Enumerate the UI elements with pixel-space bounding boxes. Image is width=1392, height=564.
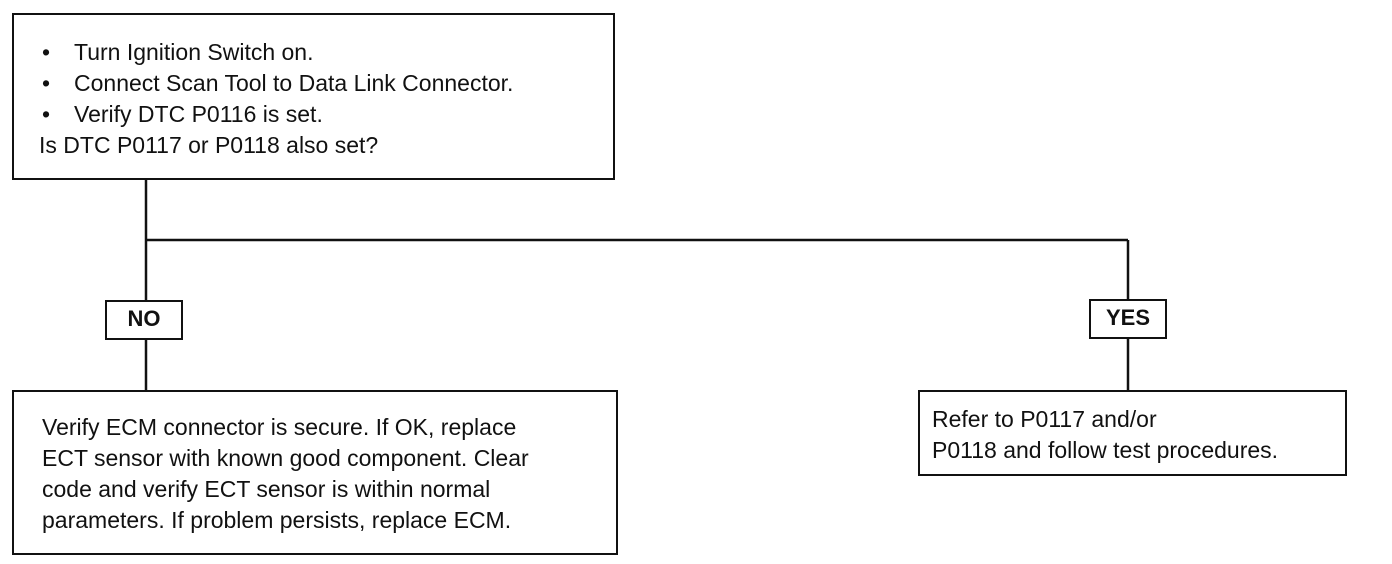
bullet-icon: • <box>42 39 51 65</box>
result-line: parameters. If problem persists, replace… <box>42 507 512 533</box>
step-text: Connect Scan Tool to Data Link Connector… <box>74 70 514 96</box>
no-branch-label: NO <box>105 300 183 340</box>
step-text: Verify DTC P0116 is set. <box>74 101 323 127</box>
result-line: Verify ECM connector is secure. If OK, r… <box>42 414 517 440</box>
step-bullet: • Turn Ignition Switch on. <box>42 37 613 68</box>
start-step-box: • Turn Ignition Switch on. • Connect Sca… <box>12 13 615 180</box>
decision-question: Is DTC P0117 or P0118 also set? <box>39 132 379 158</box>
step-text: Turn Ignition Switch on. <box>74 39 314 65</box>
result-line: code and verify ECT sensor is within nor… <box>42 476 491 502</box>
result-line: ECT sensor with known good component. Cl… <box>42 445 529 471</box>
result-line: Refer to P0117 and/or <box>932 406 1157 432</box>
bullet-icon: • <box>42 70 51 96</box>
result-line: P0118 and follow test procedures. <box>932 437 1279 463</box>
no-result-box: Verify ECM connector is secure. If OK, r… <box>12 390 618 555</box>
yes-result-box: Refer to P0117 and/or P0118 and follow t… <box>918 390 1347 476</box>
step-bullet: • Verify DTC P0116 is set. <box>42 99 613 130</box>
yes-branch-label: YES <box>1089 299 1167 339</box>
bullet-icon: • <box>42 101 51 127</box>
step-bullet: • Connect Scan Tool to Data Link Connect… <box>42 68 613 99</box>
